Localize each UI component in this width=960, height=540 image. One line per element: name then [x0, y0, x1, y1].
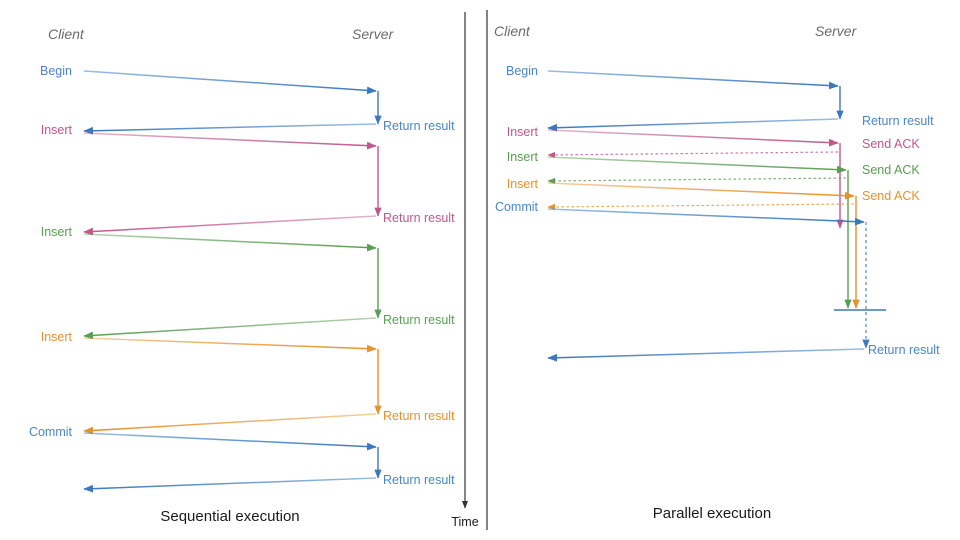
client-message-label-parallel-0: Begin — [506, 64, 538, 78]
request-arrow-insert-1 — [547, 129, 839, 147]
time-axis-label: Time — [451, 515, 478, 529]
server-message-label-parallel-3: Send ACK — [862, 189, 920, 203]
flow-sequential-insert-2 — [83, 233, 382, 340]
response-arrow-insert-1 — [83, 215, 377, 236]
server-message-label-parallel-1: Send ACK — [862, 137, 920, 151]
panel-sequential — [83, 70, 382, 493]
client-message-label-sequential-3: Insert — [41, 330, 73, 344]
server-message-label-parallel-2: Send ACK — [862, 163, 920, 177]
lane-title-server: Server — [815, 23, 858, 39]
request-arrow-insert-2 — [547, 156, 847, 174]
server-message-label-sequential-1: Return result — [383, 211, 455, 225]
lane-title-server: Server — [352, 26, 395, 42]
client-message-label-parallel-4: Commit — [495, 200, 539, 214]
request-arrow-insert-1 — [83, 132, 377, 150]
flow-sequential-begin — [83, 70, 382, 135]
server-message-label-sequential-0: Return result — [383, 119, 455, 133]
request-arrow-insert-2 — [83, 233, 377, 252]
flow-sequential-insert-1 — [83, 132, 382, 236]
lane-title-client: Client — [48, 26, 85, 42]
server-message-label-parallel-0: Return result — [862, 114, 934, 128]
panel-caption-sequential: Sequential execution — [160, 508, 299, 525]
ack-arrow-insert-2 — [547, 177, 847, 185]
client-message-label-parallel-3: Insert — [507, 177, 539, 191]
server-message-label-sequential-3: Return result — [383, 409, 455, 423]
flow-parallel-insert-3 — [547, 182, 860, 309]
client-message-label-parallel-1: Insert — [507, 125, 539, 139]
lane-title-client: Client — [494, 23, 531, 39]
client-message-label-parallel-2: Insert — [507, 150, 539, 164]
client-message-label-sequential-1: Insert — [41, 123, 73, 137]
flow-parallel-begin — [547, 70, 844, 132]
flow-sequential-insert-3 — [83, 337, 382, 435]
time-axis-layer: Time — [451, 12, 479, 529]
response-arrow-begin — [83, 123, 377, 135]
panel-parallel — [547, 70, 886, 362]
client-message-label-sequential-2: Insert — [41, 225, 73, 239]
request-arrow-commit — [83, 432, 377, 451]
response-arrow-insert-2 — [83, 317, 377, 340]
ack-arrow-insert-3 — [547, 203, 855, 211]
response-arrow-insert-3 — [83, 413, 377, 435]
message-flow-layer — [83, 70, 886, 493]
request-arrow-begin — [547, 70, 839, 90]
request-arrow-begin — [83, 70, 377, 95]
response-arrow-commit — [547, 348, 865, 362]
flow-parallel-insert-1 — [547, 129, 844, 229]
flow-sequential-commit — [83, 432, 382, 493]
request-arrow-insert-3 — [83, 337, 377, 353]
flow-parallel-commit — [547, 208, 886, 362]
server-message-label-sequential-2: Return result — [383, 313, 455, 327]
client-message-label-sequential-4: Commit — [29, 425, 73, 439]
client-message-label-sequential-0: Begin — [40, 64, 72, 78]
request-arrow-insert-3 — [547, 182, 855, 200]
ack-arrow-insert-1 — [547, 151, 839, 159]
server-message-label-sequential-4: Return result — [383, 473, 455, 487]
flow-parallel-insert-2 — [547, 156, 852, 309]
panel-caption-parallel: Parallel execution — [653, 505, 771, 522]
response-arrow-begin — [547, 118, 839, 132]
server-message-label-parallel-4: Return result — [868, 343, 940, 357]
request-arrow-commit — [547, 208, 865, 226]
response-arrow-commit — [83, 477, 377, 493]
